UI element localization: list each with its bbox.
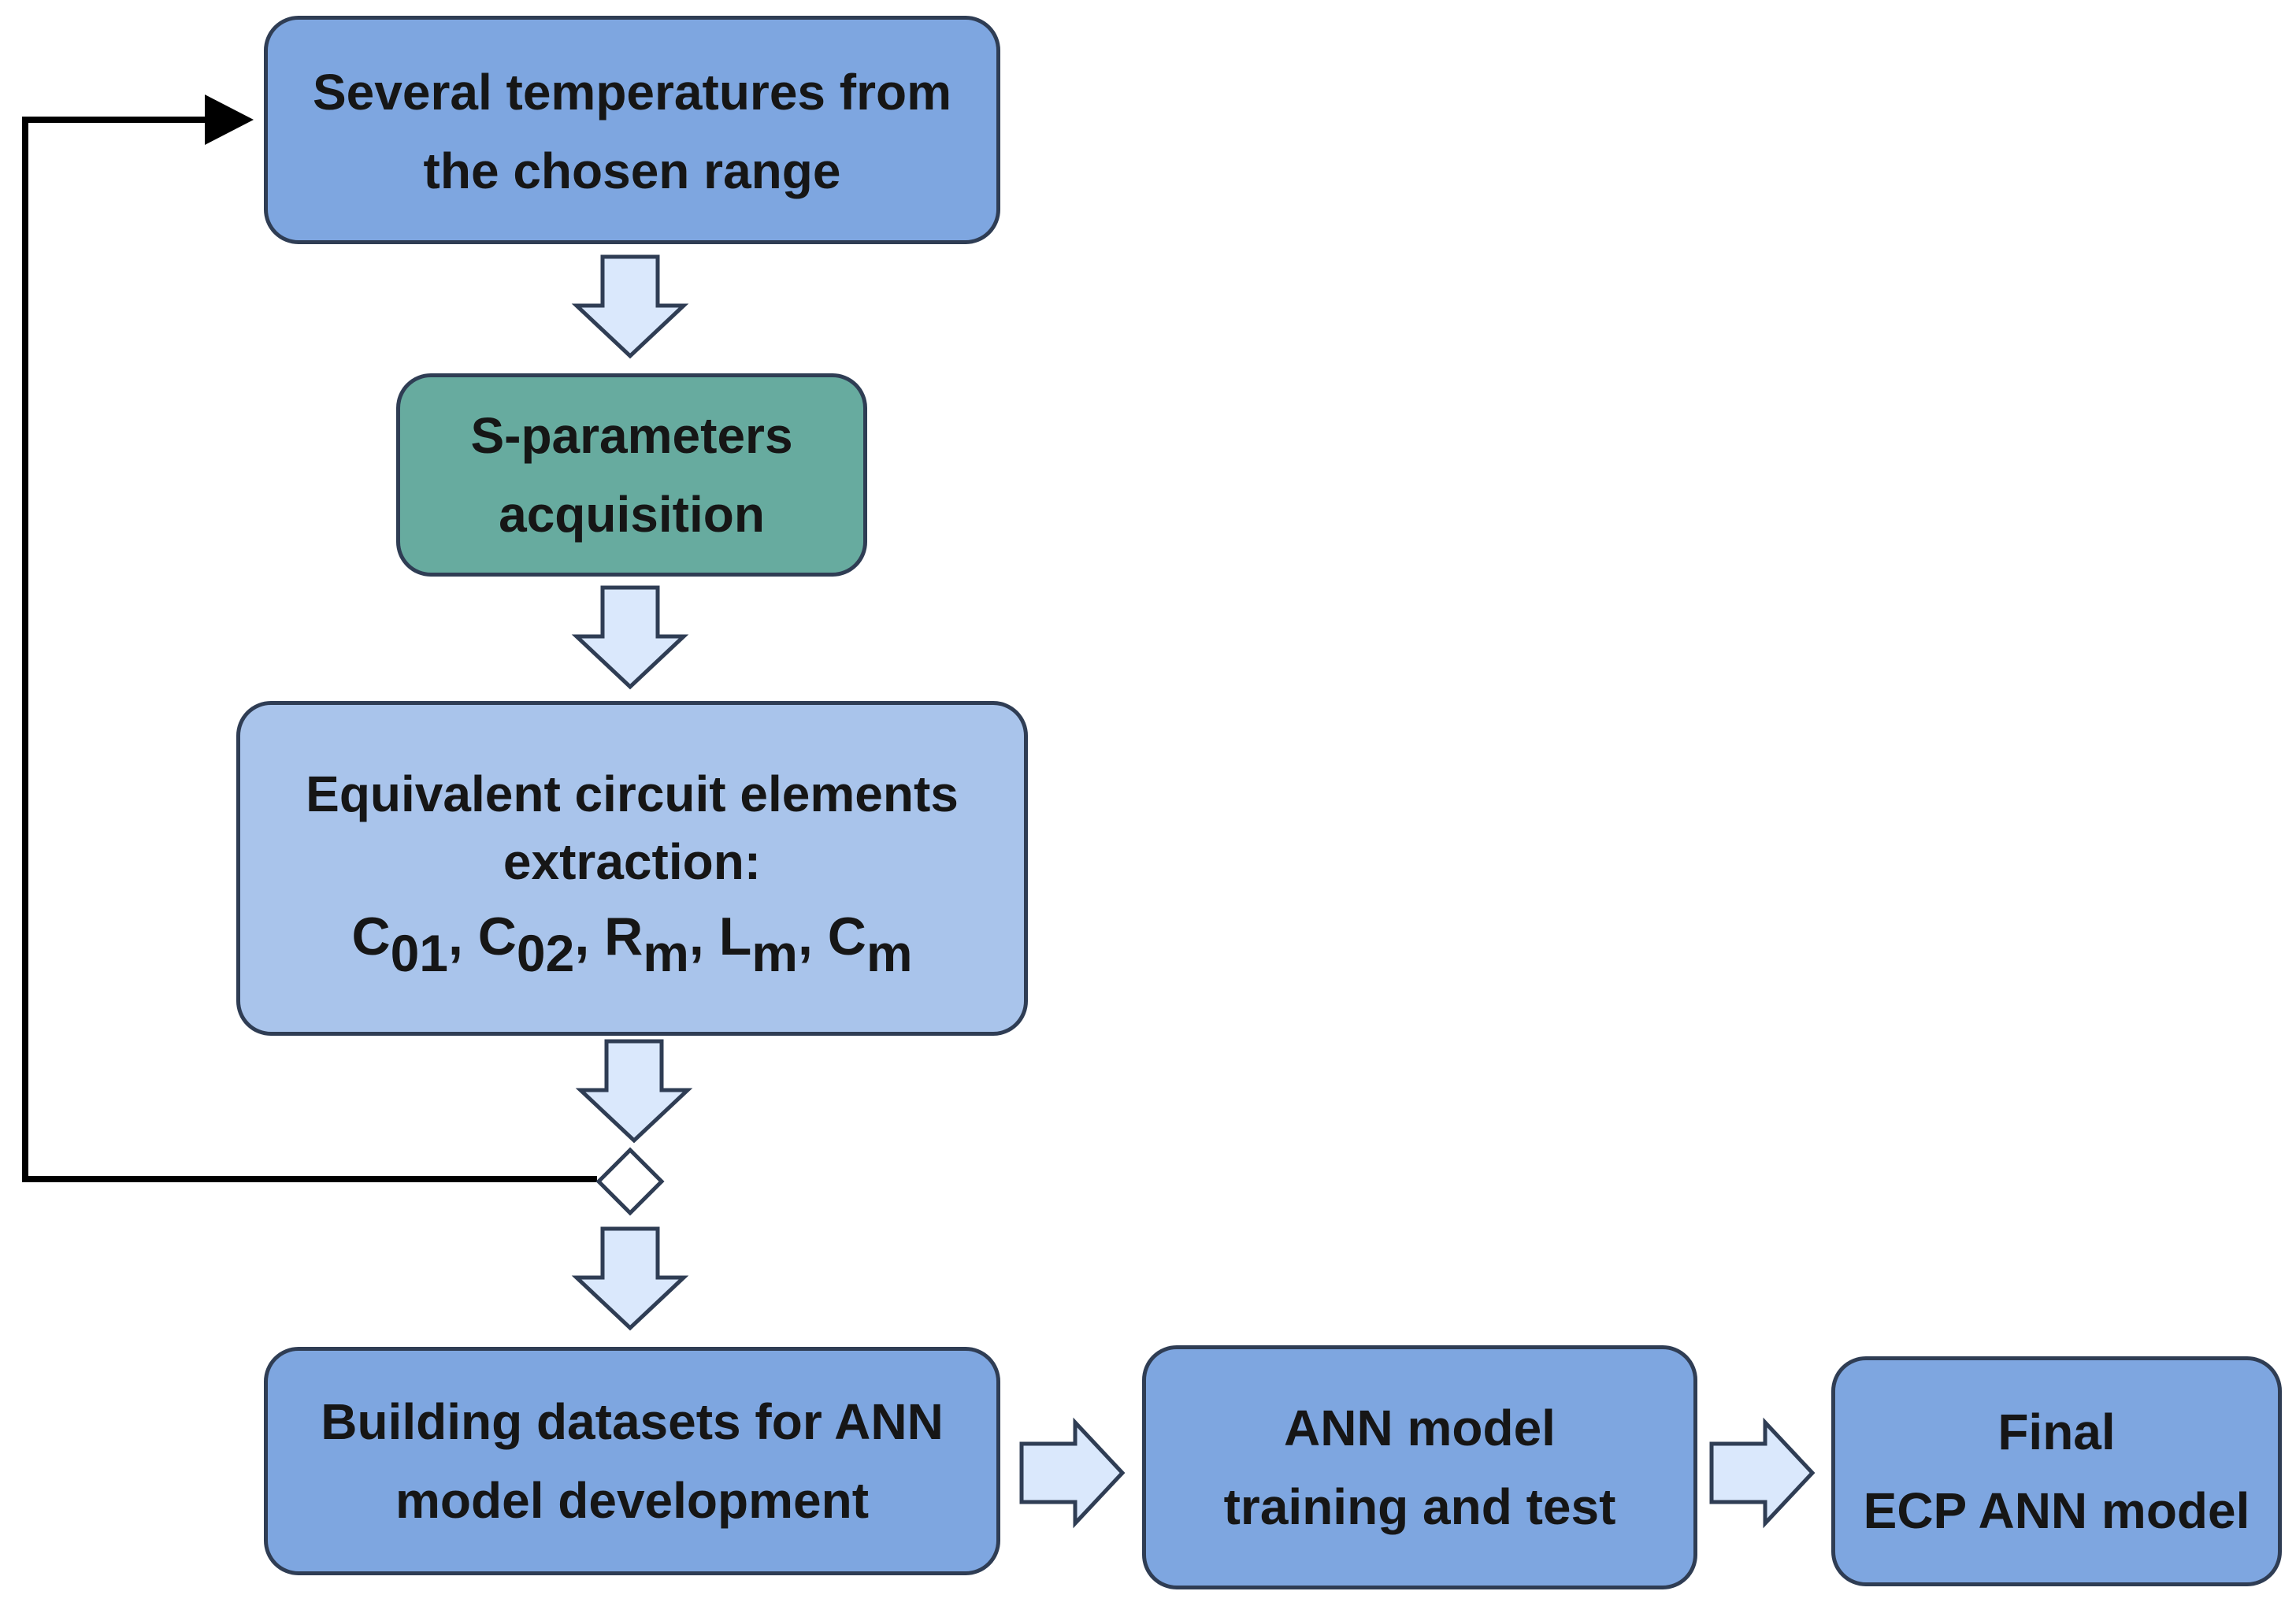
final-node: Final ECP ANN model <box>1831 1356 2282 1586</box>
extraction-node: Equivalent circuit elements extraction: … <box>236 701 1028 1036</box>
block-arrow-down-2 <box>571 585 689 690</box>
symbol-cm-sub: m <box>866 923 913 982</box>
symbol-rm-sep: , <box>688 906 719 966</box>
symbol-rm-base: R <box>604 906 644 966</box>
training-node: ANN model training and test <box>1142 1345 1697 1589</box>
datasets-line-1: Building datasets for ANN <box>321 1393 944 1450</box>
block-arrow-down-3 <box>575 1039 693 1144</box>
symbol-c02-base: C <box>477 906 517 966</box>
symbol-rm: Rm, <box>604 906 719 979</box>
block-arrow-right-2 <box>1709 1417 1816 1529</box>
sparams-line-1: S-parameters <box>470 407 793 464</box>
symbol-c01: C01, <box>351 906 478 979</box>
symbol-c01-base: C <box>351 906 391 966</box>
sparams-node: S-parameters acquisition <box>396 373 867 577</box>
final-line-2: ECP ANN model <box>1863 1482 2250 1539</box>
symbol-c01-sep: , <box>447 906 478 966</box>
temperatures-line-1: Several temperatures from <box>312 64 952 121</box>
final-line-1: Final <box>1997 1404 2116 1460</box>
circuit-element-symbols: C01, C02, Rm, Lm, Cm <box>351 896 913 979</box>
symbol-lm: Lm, <box>718 906 828 979</box>
symbol-c02: C02, <box>477 906 605 979</box>
extraction-line-1: Equivalent circuit elements <box>306 765 959 822</box>
block-arrow-down-1 <box>571 254 689 359</box>
block-arrow-right-1 <box>1019 1417 1126 1529</box>
symbol-lm-base: L <box>718 906 752 966</box>
symbol-cm: Cm <box>827 906 913 979</box>
symbol-cm-base: C <box>827 906 866 966</box>
training-line-1: ANN model <box>1284 1400 1556 1456</box>
datasets-line-2: model development <box>395 1472 869 1529</box>
loop-back-arrowhead <box>205 95 254 145</box>
block-arrow-down-4 <box>571 1226 689 1331</box>
symbol-lm-sub: m <box>751 923 798 982</box>
symbol-rm-sub: m <box>643 923 689 982</box>
temperatures-node: Several temperatures from the chosen ran… <box>264 16 1000 244</box>
extraction-line-2: extraction: <box>503 833 762 890</box>
symbol-c02-sub: 02 <box>516 923 575 982</box>
symbol-c02-sep: , <box>574 906 605 966</box>
symbol-lm-sep: , <box>797 906 828 966</box>
symbol-c01-sub: 01 <box>390 923 448 982</box>
temperatures-line-2: the chosen range <box>423 143 841 199</box>
datasets-node: Building datasets for ANN model developm… <box>264 1347 1000 1575</box>
training-line-2: training and test <box>1223 1478 1616 1535</box>
sparams-line-2: acquisition <box>499 486 765 543</box>
decision-diamond <box>595 1147 665 1216</box>
loop-back-connector <box>22 117 597 1182</box>
